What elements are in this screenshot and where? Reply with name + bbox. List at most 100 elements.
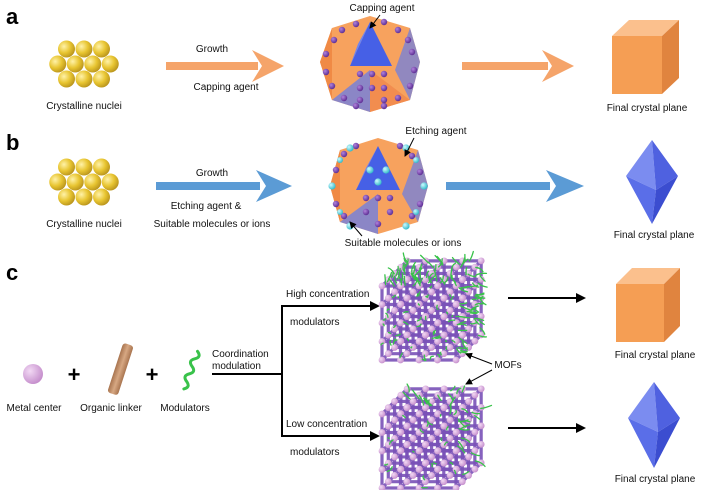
metal-node: [458, 331, 466, 339]
metal-node: [378, 447, 386, 455]
metal-node: [409, 344, 417, 351]
surface-molecule-dot: [356, 84, 364, 92]
metal-node: [397, 429, 404, 436]
result-arrow-b: [446, 170, 584, 202]
modulator-strand: [437, 258, 443, 268]
surface-molecule-dot: [380, 96, 388, 104]
modulator-strand: [384, 274, 387, 286]
modulator-strand: [443, 276, 449, 284]
high-concentration-line2: modulators: [290, 317, 339, 328]
modulator-strand: [474, 317, 485, 322]
surface-molecule-dot: [413, 157, 419, 163]
metal-node: [428, 435, 435, 442]
metal-node: [391, 307, 398, 314]
nucleus-sphere: [49, 55, 67, 73]
surface-molecule-dot: [410, 66, 418, 74]
mofs-pointer-bottom: [465, 369, 493, 385]
modulator-strand: [391, 270, 394, 279]
surface-molecule-dot: [406, 82, 414, 90]
metal-node: [434, 447, 441, 455]
modulator-strand: [450, 268, 453, 280]
surface-molecule-dot: [332, 200, 340, 208]
metal-node: [415, 282, 423, 290]
modulator-strand: [398, 276, 403, 286]
metal-node: [477, 385, 485, 393]
metal-node: [391, 288, 398, 296]
surface-molecule-dot: [328, 82, 336, 90]
modulator-strand: [478, 319, 485, 326]
metal-node: [378, 429, 386, 436]
metal-node: [428, 270, 435, 277]
nuclei-label-b: Crystalline nuclei: [46, 219, 122, 230]
modulator-strand: [386, 308, 390, 312]
modulator-strand: [469, 312, 478, 315]
modulator-strand: [470, 452, 481, 457]
capping-agent-callout: Capping agent: [349, 3, 414, 14]
metal-node: [397, 447, 404, 455]
modulator-strand: [426, 294, 429, 297]
metal-node: [397, 466, 404, 473]
modulator-strand: [455, 315, 467, 319]
surface-molecule-dot: [337, 157, 343, 163]
metal-node: [403, 331, 411, 339]
metal-node: [409, 325, 417, 333]
modulator-strand: [412, 450, 415, 453]
metal-node: [409, 307, 417, 314]
surface-molecule-dot: [380, 84, 388, 92]
modulator-strand: [385, 312, 389, 318]
surface-molecule-dot: [352, 20, 360, 28]
surface-molecule-dot: [413, 209, 419, 215]
modulator-strand: [410, 272, 416, 281]
modulator-strand: [419, 254, 429, 264]
metal-node: [458, 276, 466, 284]
surface-molecule-dot: [366, 166, 374, 174]
metal-node: [434, 301, 441, 308]
modulator-strand: [426, 420, 429, 427]
modulator-strand: [451, 339, 456, 343]
metal-node: [403, 313, 411, 321]
metal-node: [440, 478, 448, 486]
metal-node: [397, 484, 404, 490]
modulator-strand: [427, 274, 436, 284]
plus-sign-2: +: [146, 362, 159, 387]
metal-node: [446, 288, 454, 296]
mof-framework-high-modulator: [378, 250, 488, 364]
modulator-strand: [437, 394, 442, 402]
modulator-strand: [411, 389, 420, 400]
metal-node: [384, 478, 392, 486]
nuclei-label-a: Crystalline nuclei: [46, 101, 122, 112]
metal-node: [428, 416, 435, 424]
panel-letter-a: a: [6, 4, 19, 29]
modulator-strand: [402, 391, 411, 400]
modulator-strand: [386, 466, 393, 473]
metal-node: [391, 398, 398, 405]
modulator-strand: [479, 327, 486, 335]
modulator-strand: [419, 277, 424, 287]
surface-molecule-dot: [404, 36, 412, 44]
crystalline-nuclei-cluster-b: [49, 158, 119, 206]
modulator-strand: [480, 404, 493, 410]
metal-node: [477, 440, 485, 448]
surface-molecule-dot: [352, 142, 360, 150]
modulator-strand: [406, 383, 410, 393]
modulator-strand: [382, 318, 387, 321]
coordination-label-line1: Coordination: [212, 349, 269, 360]
surface-molecule-dot: [322, 68, 330, 76]
metal-node: [440, 422, 448, 430]
metal-node: [458, 422, 466, 430]
modulator-strand: [448, 393, 454, 401]
nucleus-sphere: [101, 173, 119, 191]
final-label-c-bottom: Final crystal plane: [615, 474, 696, 485]
surface-molecule-dot: [416, 168, 424, 176]
modulator-strand: [434, 254, 444, 264]
modulator-strand: [436, 304, 439, 311]
modulator-strand: [419, 428, 424, 434]
metal-center-label: Metal center: [6, 403, 62, 414]
modulator-strand: [453, 409, 457, 416]
modulator-strand: [431, 336, 438, 340]
modulator-strand: [396, 267, 401, 280]
metal-node: [378, 484, 386, 490]
metal-node: [446, 325, 454, 333]
metal-node: [434, 429, 441, 436]
surface-molecule-dot: [408, 212, 416, 220]
